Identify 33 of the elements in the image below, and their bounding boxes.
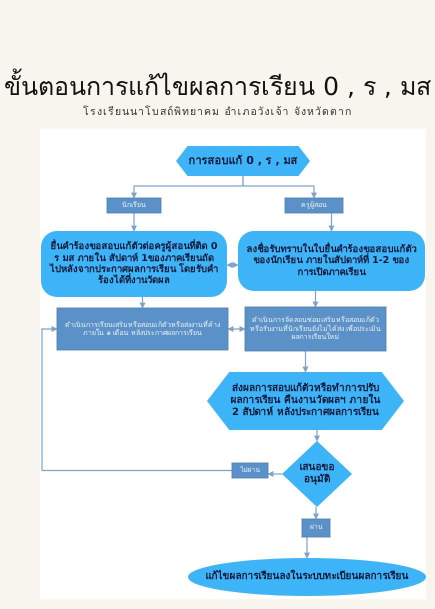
arrow <box>314 430 320 442</box>
arrow <box>313 507 319 520</box>
node-text: เสนอขออนุมัติ <box>298 462 336 486</box>
node-text: แก้ไขผลการเรียนลงในระบบทะเบียนผลการเรียน <box>204 571 410 583</box>
node-text: ส่งผลการสอบแก้ตัวหรือทำการปรับผลการเรียน คืนงานวัดผลฯ ภายใน 2 สัปดาห์ หลังประกาศผลการเรียน <box>230 383 382 419</box>
process-box <box>302 519 330 537</box>
title: ขั้นตอนการแก้ไขผลการเรียน 0 , ร , มส <box>0 66 435 106</box>
arrow <box>226 262 239 268</box>
process-box <box>57 308 228 350</box>
process-box <box>245 307 386 351</box>
arrow <box>140 297 146 309</box>
arrow <box>41 326 232 472</box>
node-text: ลงชื่อรับทราบในใบยื่นคำร้องขอสอบแก้ตัวของนักเรียน ภายในสัปดาห์ที่ 1-2 ของการเปิดภาคเรียน <box>246 244 418 278</box>
node-text: การสอบแก้ 0 , ร , มส <box>187 154 299 168</box>
decision-diamond <box>282 441 352 507</box>
subtitle: โรงเรียนนาโบสถ์พิทยาคม อำเภอวังเจ้า จังหวัดตาก <box>82 104 353 120</box>
arrow <box>312 291 318 308</box>
arrow <box>131 213 137 232</box>
node-text: ยื่นคำร้องขอสอบแก้ตัวต่อครูผู้สอนที่ติด 0 ร มส ภายใน สัปดาห์ 1ของภาคเรียนถัดไปหลังจากประกาศผลการเรียน โดยรับคำร้องได้ที่งานวัดผล <box>48 241 220 287</box>
rounded-box <box>238 231 425 291</box>
arrow <box>267 471 282 477</box>
arrow <box>227 326 246 332</box>
arrow <box>242 176 317 199</box>
hexagon-shape <box>207 372 404 430</box>
process-box <box>232 463 268 478</box>
rounded-box <box>41 231 227 297</box>
process-box <box>285 198 343 213</box>
process-box <box>107 198 161 213</box>
hexagon-shape <box>176 146 310 176</box>
terminal-ellipse <box>188 558 426 596</box>
arrow <box>302 351 308 373</box>
arrow <box>304 537 310 559</box>
arrow <box>328 213 334 232</box>
